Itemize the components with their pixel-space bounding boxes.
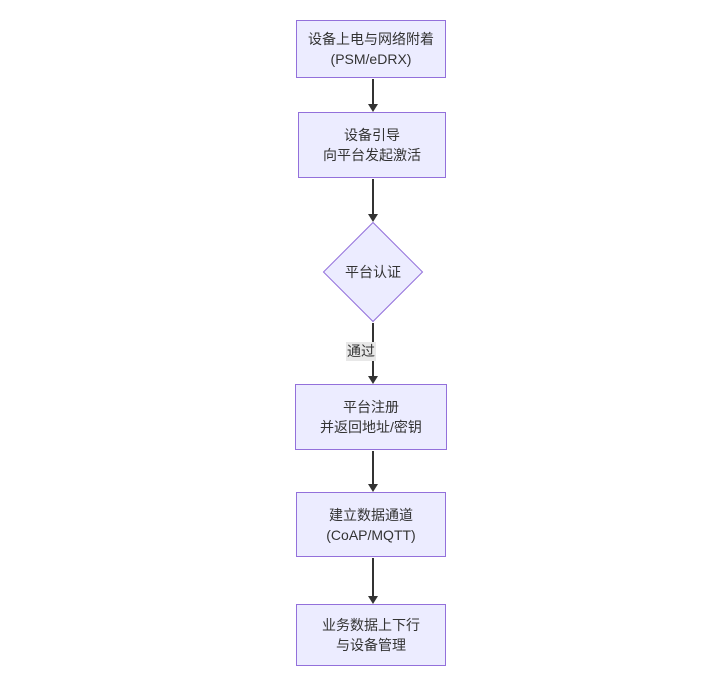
node-text-line: 设备上电与网络附着 — [308, 31, 434, 47]
node-text-line: 设备引导 — [344, 127, 400, 143]
edge-label-pass: 通过 — [346, 342, 376, 361]
arrow-down-icon — [368, 596, 378, 604]
arrow-down-icon — [368, 484, 378, 492]
node-text-line: 平台注册 — [343, 399, 399, 415]
node-power-on-network-attach: 设备上电与网络附着 (PSM/eDRX) — [296, 20, 446, 78]
arrow-down-icon — [368, 104, 378, 112]
arrow-down-icon — [368, 376, 378, 384]
arrow-down-icon — [368, 214, 378, 222]
node-text-line: 并返回地址/密钥 — [320, 419, 422, 435]
decision-label: 平台认证 — [345, 264, 401, 280]
node-data-channel: 建立数据通道 (CoAP/MQTT) — [296, 492, 446, 557]
node-text-line: 建立数据通道 — [329, 506, 413, 523]
node-text-line: 向平台发起激活 — [323, 147, 421, 163]
node-text-line: 与设备管理 — [336, 637, 406, 653]
decision-platform-auth: 平台认证 — [322, 221, 424, 323]
edge-line-1 — [372, 79, 374, 105]
node-text-line: (CoAP/MQTT) — [326, 526, 416, 543]
edge-line-5 — [372, 558, 374, 597]
node-device-bootstrap: 设备引导 向平台发起激活 — [298, 112, 446, 178]
node-text-line: 业务数据上下行 — [322, 617, 420, 633]
node-text-line: (PSM/eDRX) — [330, 51, 412, 67]
edge-line-2 — [372, 179, 374, 215]
node-business-data-mgmt: 业务数据上下行 与设备管理 — [296, 604, 446, 666]
edge-line-4 — [372, 451, 374, 485]
node-platform-register: 平台注册 并返回地址/密钥 — [295, 384, 447, 450]
